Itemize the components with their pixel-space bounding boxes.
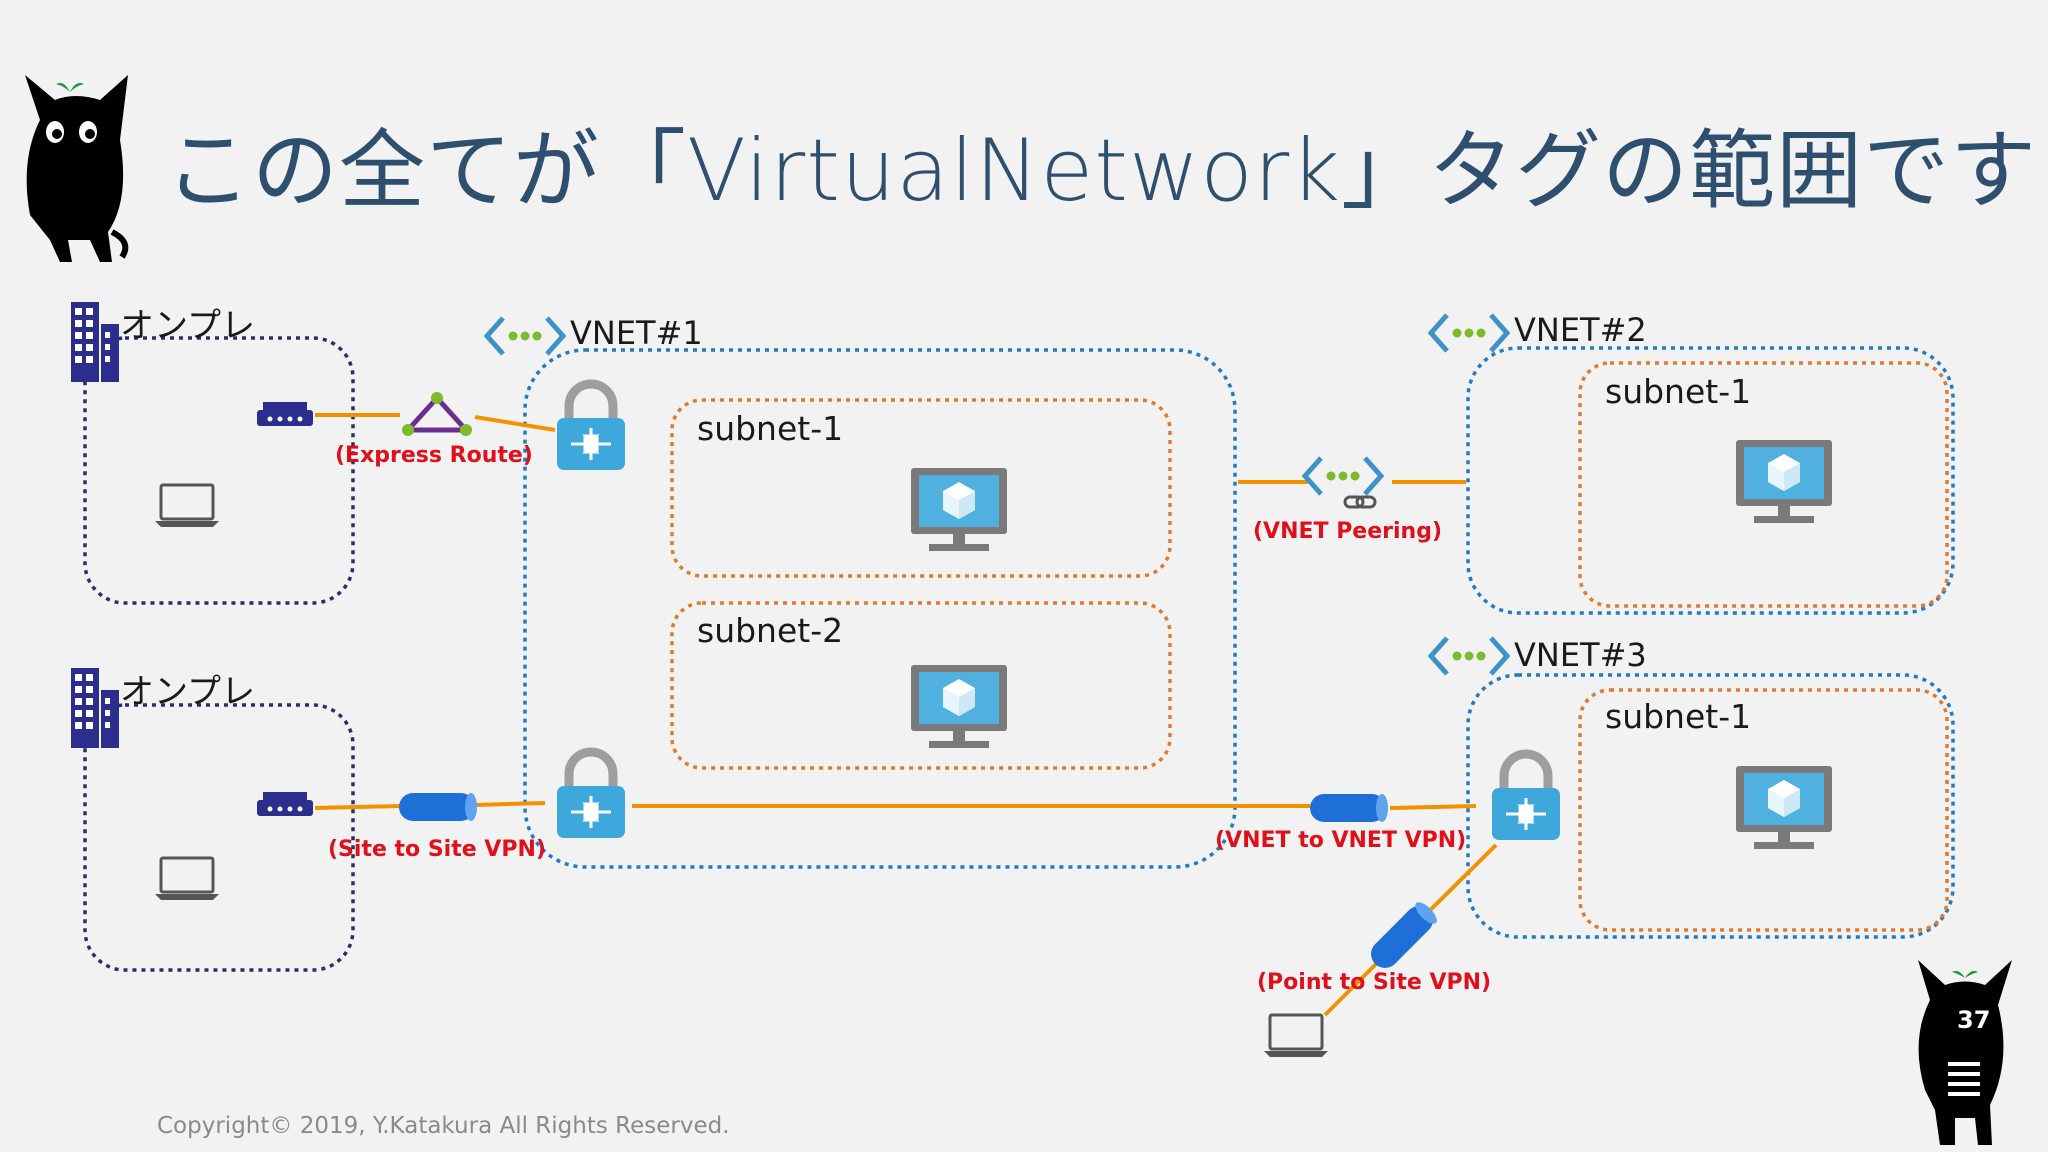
site-to-site-vpn-label: (Site to Site VPN) (328, 837, 546, 862)
vnet3-label: VNET#3 (1514, 636, 1647, 674)
vm-icon (1736, 766, 1832, 849)
page-number: 37 (1957, 1006, 1991, 1034)
laptop-icon (1262, 1013, 1330, 1059)
vnet2-subnet1-label: subnet-1 (1605, 372, 1752, 411)
vnet-peering-icon (1305, 458, 1381, 509)
router-icon (257, 402, 313, 426)
onprem-box-1 (83, 336, 355, 605)
router-icon (257, 792, 313, 816)
vnet3-subnet1-label: subnet-1 (1605, 697, 1752, 736)
onprem-label-1: オンプレ (120, 306, 255, 346)
building-icon (71, 302, 119, 382)
vnet-peering-label: (VNET Peering) (1253, 519, 1443, 544)
building-icon (71, 668, 119, 748)
vm-icon (1736, 440, 1832, 523)
express-route-label: (Express Route) (335, 443, 533, 468)
vnet3-subnet1-box (1578, 688, 1949, 932)
cat-mascot-top-left (25, 75, 129, 262)
vnet3-box (1466, 673, 1955, 939)
vm-icon (911, 468, 1007, 551)
vnet1-subnet2-label: subnet-2 (697, 611, 844, 650)
onprem-label-2: オンプレ (120, 672, 255, 712)
vnet1-icon (487, 318, 563, 354)
vnet-to-vnet-vpn-icon (1310, 794, 1388, 822)
site-to-site-vpn-icon (399, 793, 477, 821)
vnet2-icon (1431, 315, 1507, 351)
vnet2-box (1466, 346, 1955, 615)
vnet2-label: VNET#2 (1514, 311, 1647, 349)
vnet3-icon (1431, 638, 1507, 674)
page-title: この全てが「VirtualNetwork」タグの範囲です (165, 121, 2038, 221)
vnet1-gateway-icon-top (557, 384, 625, 470)
vnet1-subnet1-label: subnet-1 (697, 409, 844, 448)
vnet-to-vnet-vpn-label: (VNET to VNET VPN) (1215, 828, 1467, 853)
vm-icon (911, 665, 1007, 748)
point-to-site-vpn-label: (Point to Site VPN) (1257, 970, 1492, 995)
copyright-text: Copyright© 2019, Y.Katakura All Rights R… (157, 1113, 730, 1139)
vnet3-gateway-icon (1492, 754, 1560, 840)
onprem-box-2 (83, 703, 355, 972)
express-route-icon (402, 392, 472, 436)
connection-lines (314, 413, 1498, 1017)
vnet2-subnet1-box (1578, 361, 1949, 608)
vnet1-gateway-icon-bottom (557, 752, 625, 838)
laptop-icon (153, 483, 221, 529)
laptop-icon (153, 856, 221, 902)
vnet1-box (523, 348, 1237, 869)
vnet1-label: VNET#1 (570, 314, 703, 352)
vnet1-subnet2-box (670, 601, 1172, 770)
cat-mascot-bottom-right (1918, 960, 2012, 1145)
point-to-site-vpn-icon (1365, 898, 1441, 974)
vnet1-subnet1-box (670, 398, 1172, 578)
